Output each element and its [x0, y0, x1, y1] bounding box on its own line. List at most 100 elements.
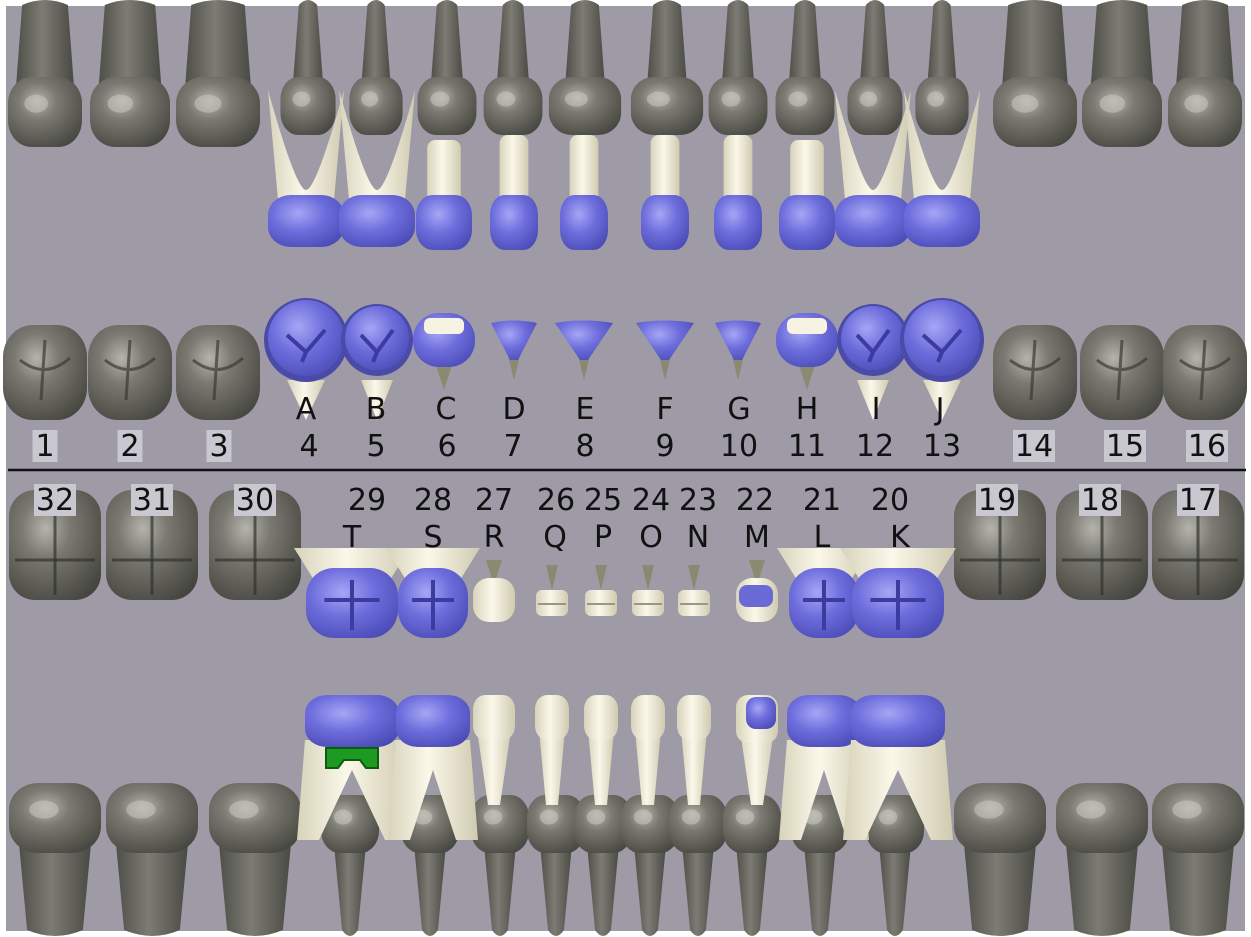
upper-number-4-text: 4: [299, 429, 318, 464]
lower-primary-occlusal-T[interactable]: [294, 548, 410, 638]
lower-number-17: 17: [1177, 483, 1219, 518]
upper-letter-J-text: J: [934, 392, 945, 427]
upper-number-16: 16: [1186, 429, 1228, 464]
upper-number-9-text: 9: [655, 429, 674, 464]
lower-letter-N-text: N: [687, 520, 709, 555]
lower-number-31: 31: [131, 483, 173, 518]
lower-number-21: 21: [803, 483, 841, 518]
upper-number-1: 1: [33, 429, 58, 464]
lower-letter-M: M: [744, 520, 770, 555]
lower-primary-occlusal-K[interactable]: [840, 548, 956, 638]
upper-number-5: 5: [366, 429, 385, 464]
lower-letter-K-text: K: [890, 520, 911, 555]
lower-number-26-text: 26: [537, 483, 575, 518]
upper-occlusal-tooth-16[interactable]: [1163, 325, 1247, 420]
upper-letter-I: I: [872, 392, 881, 427]
upper-number-9: 9: [655, 429, 674, 464]
upper-occlusal-tooth-14[interactable]: [993, 325, 1077, 420]
upper-number-1-text: 1: [35, 429, 54, 464]
lower-number-30: 30: [234, 483, 276, 518]
upper-number-14: 14: [1013, 429, 1055, 464]
lower-number-26: 26: [537, 483, 575, 518]
upper-letter-A-text: A: [296, 392, 317, 427]
lower-letter-R: R: [484, 520, 505, 555]
upper-number-8: 8: [575, 429, 594, 464]
lower-letter-R-text: R: [484, 520, 505, 555]
lower-letter-L-text: L: [814, 520, 831, 555]
lower-number-21-text: 21: [803, 483, 841, 518]
lower-number-25-text: 25: [584, 483, 622, 518]
lower-number-17-text: 17: [1179, 483, 1217, 518]
lower-number-19-text: 19: [978, 483, 1016, 518]
lower-letter-T-text: T: [342, 520, 362, 555]
upper-number-12-text: 12: [856, 429, 894, 464]
lower-letter-P: P: [594, 520, 612, 555]
lower-number-22: 22: [736, 483, 774, 518]
upper-number-8-text: 8: [575, 429, 594, 464]
upper-number-3-text: 3: [209, 429, 228, 464]
upper-letter-C-text: C: [436, 392, 457, 427]
upper-number-6-text: 6: [437, 429, 456, 464]
lower-letter-O-text: O: [639, 520, 663, 555]
upper-number-3: 3: [207, 429, 232, 464]
lower-number-29-text: 29: [348, 483, 386, 518]
upper-number-4: 4: [299, 429, 318, 464]
lower-number-28: 28: [414, 483, 452, 518]
lower-number-27: 27: [475, 483, 513, 518]
upper-occlusal-tooth-3[interactable]: [176, 325, 260, 420]
lower-number-23: 23: [679, 483, 717, 518]
lower-number-32: 32: [34, 483, 76, 518]
lower-letter-O: O: [639, 520, 663, 555]
upper-occlusal-tooth-2[interactable]: [88, 325, 172, 420]
lower-number-18-text: 18: [1081, 483, 1119, 518]
upper-number-2-text: 2: [120, 429, 139, 464]
upper-letter-C: C: [436, 392, 457, 427]
lower-number-24: 24: [632, 483, 670, 518]
upper-letter-E: E: [576, 392, 595, 427]
upper-letter-B: B: [366, 392, 387, 427]
lower-number-31-text: 31: [133, 483, 171, 518]
lower-number-28-text: 28: [414, 483, 452, 518]
lower-number-20-text: 20: [871, 483, 909, 518]
lower-number-22-text: 22: [736, 483, 774, 518]
lower-letter-S-text: S: [423, 520, 442, 555]
lower-number-27-text: 27: [475, 483, 513, 518]
upper-number-14-text: 14: [1015, 429, 1053, 464]
lower-number-29: 29: [348, 483, 386, 518]
upper-number-12: 12: [856, 429, 894, 464]
upper-letter-H-text: H: [796, 392, 819, 427]
upper-number-2: 2: [118, 429, 143, 464]
lower-letter-L: L: [814, 520, 831, 555]
upper-number-16-text: 16: [1188, 429, 1226, 464]
lower-letter-S: S: [423, 520, 442, 555]
upper-occlusal-tooth-1[interactable]: [3, 325, 87, 420]
upper-number-15-text: 15: [1106, 429, 1144, 464]
upper-number-5-text: 5: [366, 429, 385, 464]
upper-number-13: 13: [923, 429, 961, 464]
lower-number-20: 20: [871, 483, 909, 518]
lower-number-25: 25: [584, 483, 622, 518]
upper-number-10-text: 10: [720, 429, 758, 464]
lower-letter-N: N: [687, 520, 709, 555]
lower-number-30-text: 30: [236, 483, 274, 518]
upper-number-11-text: 11: [788, 429, 826, 464]
upper-letter-H: H: [796, 392, 819, 427]
upper-letter-G-text: G: [727, 392, 750, 427]
upper-number-13-text: 13: [923, 429, 961, 464]
lower-number-23-text: 23: [679, 483, 717, 518]
upper-number-7-text: 7: [503, 429, 522, 464]
lower-number-19: 19: [976, 483, 1018, 518]
upper-letter-D-text: D: [502, 392, 525, 427]
upper-letter-I-text: I: [872, 392, 881, 427]
upper-letter-F: F: [656, 392, 673, 427]
upper-number-15: 15: [1104, 429, 1146, 464]
upper-letter-F-text: F: [656, 392, 673, 427]
lower-number-32-text: 32: [36, 483, 74, 518]
lower-number-24-text: 24: [632, 483, 670, 518]
lower-letter-Q-text: Q: [543, 520, 567, 555]
lower-letter-P-text: P: [594, 520, 612, 555]
upper-occlusal-tooth-15[interactable]: [1080, 325, 1164, 420]
upper-letter-J: J: [934, 392, 945, 427]
upper-letter-B-text: B: [366, 392, 387, 427]
upper-letter-E-text: E: [576, 392, 595, 427]
